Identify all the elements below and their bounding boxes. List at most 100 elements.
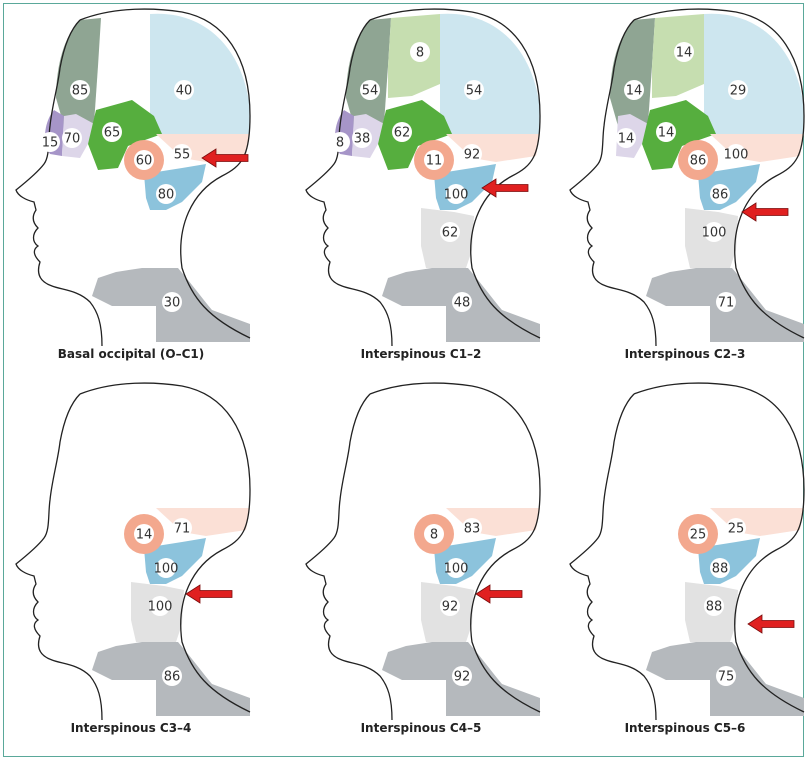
value-temporal: 62 bbox=[392, 122, 412, 142]
svg-text:62: 62 bbox=[442, 226, 459, 241]
svg-text:83: 83 bbox=[464, 522, 481, 537]
region-behind-ear bbox=[446, 134, 540, 162]
svg-text:11: 11 bbox=[426, 154, 443, 169]
head-diagram: 85 40 15 70 65 60 55 80 30 bbox=[6, 6, 256, 346]
head-diagram: 14 14 29 14 14 86 100 86 100 71 bbox=[560, 6, 809, 346]
svg-text:14: 14 bbox=[676, 46, 693, 61]
value-parietal: 40 bbox=[174, 80, 194, 100]
value-shoulder: 86 bbox=[162, 666, 182, 686]
svg-text:14: 14 bbox=[626, 84, 643, 99]
value-ear: 86 bbox=[688, 150, 708, 170]
panel-caption: Basal occipital (O–C1) bbox=[6, 347, 256, 361]
head-diagram: 54 8 54 8 38 62 11 92 100 62 48 bbox=[296, 6, 546, 346]
value-top: 14 bbox=[674, 42, 694, 62]
value-temporal: 65 bbox=[102, 122, 122, 142]
svg-text:55: 55 bbox=[174, 148, 191, 163]
svg-text:70: 70 bbox=[64, 132, 81, 147]
value-parietal: 54 bbox=[464, 80, 484, 100]
value-frontal-light: 14 bbox=[616, 128, 636, 148]
svg-text:86: 86 bbox=[164, 670, 181, 685]
panel-caption: Interspinous C4–5 bbox=[296, 721, 546, 735]
value-frontal: 15 bbox=[40, 132, 60, 152]
svg-text:92: 92 bbox=[442, 600, 459, 615]
value-frontal-light: 38 bbox=[352, 128, 372, 148]
head-diagram: 8 83 100 92 92 bbox=[296, 380, 546, 720]
value-upper-neck: 80 bbox=[156, 184, 176, 204]
svg-text:92: 92 bbox=[454, 670, 471, 685]
level-arrow bbox=[476, 585, 522, 603]
value-occipital: 54 bbox=[360, 80, 380, 100]
svg-text:100: 100 bbox=[702, 226, 727, 241]
panel-caption: Interspinous C3–4 bbox=[6, 721, 256, 735]
svg-text:86: 86 bbox=[712, 188, 729, 203]
svg-text:30: 30 bbox=[164, 296, 181, 311]
svg-text:86: 86 bbox=[690, 154, 707, 169]
region-occipital bbox=[346, 18, 391, 126]
value-parietal: 29 bbox=[728, 80, 748, 100]
region-occipital bbox=[56, 18, 101, 126]
value-ear: 11 bbox=[424, 150, 444, 170]
svg-text:14: 14 bbox=[618, 132, 635, 147]
region-parietal bbox=[704, 14, 804, 134]
svg-text:100: 100 bbox=[444, 188, 469, 203]
value-shoulder: 71 bbox=[716, 292, 736, 312]
value-upper-neck: 100 bbox=[444, 184, 469, 204]
svg-text:38: 38 bbox=[354, 132, 371, 147]
value-shoulder: 48 bbox=[452, 292, 472, 312]
region-parietal bbox=[150, 14, 250, 134]
svg-text:25: 25 bbox=[728, 522, 745, 537]
value-shoulder: 30 bbox=[162, 292, 182, 312]
svg-text:71: 71 bbox=[174, 522, 191, 537]
value-temporal: 14 bbox=[656, 122, 676, 142]
svg-text:48: 48 bbox=[454, 296, 471, 311]
svg-text:75: 75 bbox=[718, 670, 735, 685]
svg-text:71: 71 bbox=[718, 296, 735, 311]
region-behind-ear bbox=[710, 508, 804, 536]
value-ear: 60 bbox=[134, 150, 154, 170]
svg-text:80: 80 bbox=[158, 188, 175, 203]
svg-text:15: 15 bbox=[42, 136, 59, 151]
value-mid-neck: 62 bbox=[440, 222, 460, 242]
svg-text:29: 29 bbox=[730, 84, 747, 99]
svg-text:8: 8 bbox=[416, 46, 424, 61]
svg-text:100: 100 bbox=[444, 562, 469, 577]
svg-text:62: 62 bbox=[394, 126, 411, 141]
level-arrow bbox=[742, 203, 788, 221]
value-upper-neck: 100 bbox=[444, 558, 469, 578]
region-behind-ear bbox=[156, 508, 250, 536]
svg-text:25: 25 bbox=[690, 528, 707, 543]
region-behind-ear bbox=[446, 508, 540, 536]
value-upper-neck: 86 bbox=[710, 184, 730, 204]
svg-text:40: 40 bbox=[176, 84, 193, 99]
svg-text:54: 54 bbox=[362, 84, 379, 99]
value-frontal: 8 bbox=[330, 132, 350, 152]
value-behind-ear: 83 bbox=[462, 518, 482, 538]
value-mid-neck: 88 bbox=[704, 596, 724, 616]
svg-text:92: 92 bbox=[464, 148, 481, 163]
value-behind-ear: 100 bbox=[724, 144, 749, 164]
region-occipital bbox=[610, 18, 655, 126]
svg-text:85: 85 bbox=[72, 84, 89, 99]
svg-text:8: 8 bbox=[430, 528, 438, 543]
svg-text:54: 54 bbox=[466, 84, 483, 99]
svg-text:14: 14 bbox=[658, 126, 675, 141]
value-mid-neck: 100 bbox=[148, 596, 173, 616]
svg-text:14: 14 bbox=[136, 528, 153, 543]
svg-text:60: 60 bbox=[136, 154, 153, 169]
value-mid-neck: 92 bbox=[440, 596, 460, 616]
panel-caption: Interspinous C5–6 bbox=[560, 721, 809, 735]
value-ear: 14 bbox=[134, 524, 154, 544]
value-upper-neck: 88 bbox=[710, 558, 730, 578]
value-frontal-light: 70 bbox=[62, 128, 82, 148]
value-mid-neck: 100 bbox=[702, 222, 727, 242]
value-ear: 25 bbox=[688, 524, 708, 544]
value-occipital: 85 bbox=[70, 80, 90, 100]
level-arrow bbox=[186, 585, 232, 603]
